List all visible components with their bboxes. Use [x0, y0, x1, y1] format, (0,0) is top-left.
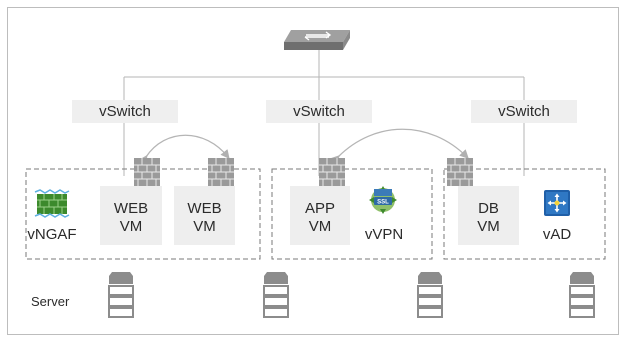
vad-label: vAD: [542, 226, 572, 243]
web-vm-2-line1: WEB: [187, 200, 222, 217]
diagram-frame: [7, 7, 619, 335]
web-vm-1-line2: VM: [119, 218, 143, 235]
host-group-3: [443, 168, 606, 260]
firewall-brick-icon: [134, 158, 160, 186]
arrow-web-to-web: [138, 134, 230, 165]
vswitch-label-1: vSwitch: [99, 103, 151, 120]
vm-box-web-2: [174, 186, 235, 245]
svg-text:SSL: SSL: [377, 200, 389, 206]
arrow-app-to-db: [330, 128, 469, 165]
server-icon: [569, 272, 595, 318]
vngaf-icon: [34, 189, 70, 218]
app-vm-line1: APP: [304, 200, 335, 217]
host-group-2: [271, 168, 433, 260]
vswitch-box-1: [72, 100, 178, 123]
db-vm-line2: VM: [477, 218, 500, 235]
vswitch-box-2: [266, 100, 372, 123]
firewall-brick-icon: [208, 158, 234, 186]
vngaf-label: vNGAF: [27, 226, 77, 243]
vvpn-label: vVPN: [364, 226, 404, 243]
server-icons: [108, 272, 595, 318]
server-label: Server: [31, 294, 70, 309]
web-vm-2-line2: VM: [193, 218, 216, 235]
vswitch-box-3: [471, 100, 577, 123]
uplink-lines: [123, 48, 525, 100]
vad-icon: [544, 190, 570, 216]
network-switch-icon: [284, 30, 350, 50]
vm-boxes: [100, 186, 519, 245]
firewall-brick-icon: [319, 158, 345, 186]
vm-box-web-1: [100, 186, 162, 245]
vswitch-label-2: vSwitch: [293, 103, 345, 120]
server-icon: [108, 272, 134, 318]
firewall-brick-icon: [447, 158, 473, 186]
app-vm-line2: VM: [308, 218, 332, 235]
vm-box-app: [290, 186, 350, 245]
server-icon: [417, 272, 443, 318]
vvpn-ssl-icon: SSL: [369, 186, 397, 214]
web-vm-1-line1: WEB: [113, 200, 149, 217]
vm-box-db: [458, 186, 519, 245]
traffic-arrows: [138, 128, 469, 165]
vswitch-label-3: vSwitch: [498, 103, 550, 120]
firewall-icons: [134, 158, 473, 186]
db-vm-line1: DB: [478, 200, 499, 217]
server-icon: [263, 272, 289, 318]
